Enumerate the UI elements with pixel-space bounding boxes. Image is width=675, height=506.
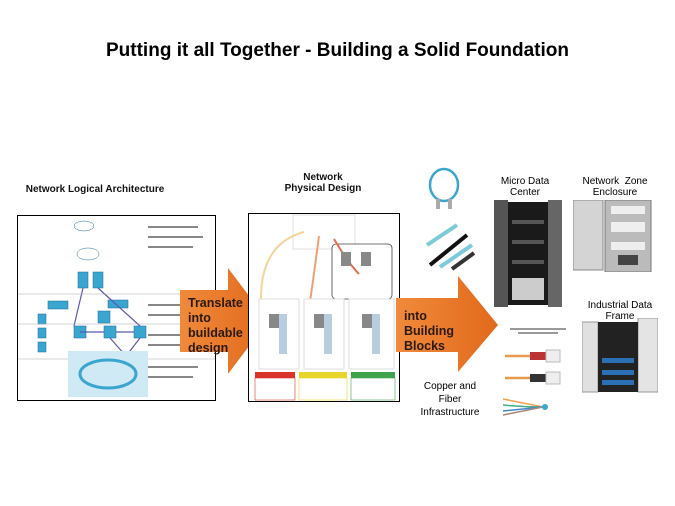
cu-line3: Infrastructure [420, 407, 480, 418]
cable-images [425, 167, 476, 271]
logical-architecture-label: Network Logical Architecture [25, 184, 165, 195]
nze-line1: Network Zone [582, 176, 648, 187]
physical-design-label: Network Physical Design [248, 172, 398, 194]
nze-line2: Enclosure [592, 187, 638, 198]
fiber-patch-cords-image [505, 328, 566, 385]
copper-fiber-label: Copper and Fiber Infrastructure [410, 380, 490, 419]
idf-line1: Industrial Data [587, 300, 653, 311]
physical-label-line1: Network [303, 172, 343, 183]
arrow2-line3: Blocks [404, 339, 445, 353]
arrow1-line3: buildable [188, 326, 243, 340]
copper-cable-image [503, 398, 548, 416]
industrial-data-frame-image [582, 318, 658, 393]
translate-arrow-text: Translate into buildable design [188, 296, 243, 356]
micro-dc-line1: Micro Data [500, 176, 550, 187]
cu-line2: Fiber [438, 394, 462, 405]
translate-arrow [180, 268, 268, 374]
network-zone-enclosure-label: Network Zone Enclosure [575, 176, 655, 198]
micro-data-center-image [494, 200, 562, 307]
idf-line2: Frame [605, 311, 635, 322]
building-blocks-arrow-text: into Building Blocks [404, 309, 454, 354]
arrow1-line4: design [188, 341, 229, 355]
arrow2-line1: into [404, 309, 427, 323]
industrial-data-frame-label: Industrial Data Frame [580, 300, 660, 322]
physical-label-line2: Physical Design [284, 183, 362, 194]
micro-dc-line2: Center [509, 187, 540, 198]
physical-design-diagram [248, 213, 400, 402]
arrow2-line2: Building [404, 324, 454, 338]
building-blocks-arrow [396, 276, 498, 372]
slide-title: Putting it all Together - Building a Sol… [106, 40, 569, 61]
micro-data-center-label: Micro Data Center [490, 176, 560, 198]
arrow1-line1: Translate [188, 296, 243, 310]
arrow1-line2: into [188, 311, 211, 325]
network-zone-enclosure-image [573, 200, 652, 272]
cu-line1: Copper and [423, 381, 477, 392]
